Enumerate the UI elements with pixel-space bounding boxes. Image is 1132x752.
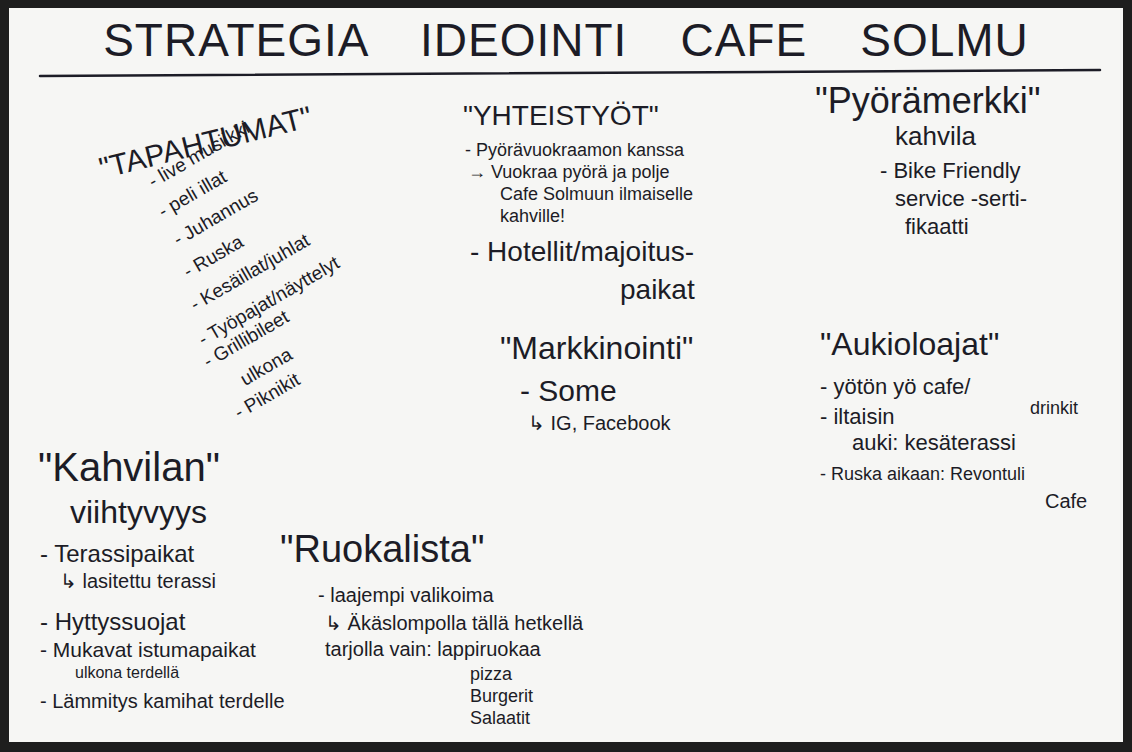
- note-text: - Pyörävuokraamon kanssa: [465, 140, 684, 161]
- note-text: kahvila: [895, 122, 976, 152]
- note-text: service -serti-: [895, 186, 1027, 211]
- note-text: kahville!: [500, 206, 565, 227]
- note-text: ulkona terdellä: [75, 664, 179, 682]
- note-text: pizza: [470, 664, 512, 685]
- note-text: Burgerit: [470, 686, 533, 707]
- section-heading: "Pyörämerkki": [815, 80, 1041, 121]
- note-text: - Mukavat istumapaikat: [40, 638, 256, 662]
- section-heading: viihtyvyys: [70, 494, 207, 531]
- title-underline: [40, 70, 1100, 76]
- section-heading: "Markkinointi": [500, 330, 693, 367]
- section-heading: - Hotellit/majoitus-: [470, 236, 694, 268]
- note-text: Cafe: [1045, 490, 1087, 513]
- note-text: Cafe Solmuun ilmaiselle: [500, 184, 693, 205]
- note-text: Salaatit: [470, 708, 530, 729]
- note-text: ↳ lasitettu terassi: [60, 570, 216, 593]
- note-text: - laajempi valikoima: [318, 584, 494, 607]
- note-text: tarjolla vain: lappiruokaa: [325, 638, 541, 661]
- section-heading: "Ruokalista": [280, 528, 484, 572]
- note-text: → Vuokraa pyörä ja polje: [468, 162, 669, 183]
- section-heading: "Aukioloajat": [820, 326, 999, 363]
- note-text: - Bike Friendly: [880, 158, 1021, 183]
- section-heading: - Some: [520, 374, 617, 409]
- section-heading: paikat: [620, 274, 695, 306]
- note-text: - Terassipaikat: [40, 540, 194, 568]
- board-surface: [9, 8, 1123, 742]
- note-text: - iltaisin: [820, 404, 895, 429]
- note-text: ↳ IG, Facebook: [528, 412, 671, 435]
- note-text: ↳ Äkäslompolla tällä hetkellä: [325, 612, 583, 635]
- note-text: auki: kesäterassi: [852, 430, 1016, 455]
- note-text: - Hyttyssuojat: [40, 608, 185, 636]
- note-text: - Ruska aikaan: Revontuli: [820, 464, 1025, 485]
- section-heading: "Kahvilan": [38, 444, 220, 490]
- note-text: drinkit: [1030, 398, 1078, 419]
- note-text: - yötön yö cafe/: [820, 374, 970, 399]
- section-heading: "YHTEISTYÖT": [463, 100, 659, 132]
- note-text: fikaatti: [905, 214, 969, 239]
- note-text: - Lämmitys kamihat terdelle: [40, 690, 285, 713]
- board-title: STRATEGIA IDEOINTI CAFE SOLMU: [0, 14, 1132, 67]
